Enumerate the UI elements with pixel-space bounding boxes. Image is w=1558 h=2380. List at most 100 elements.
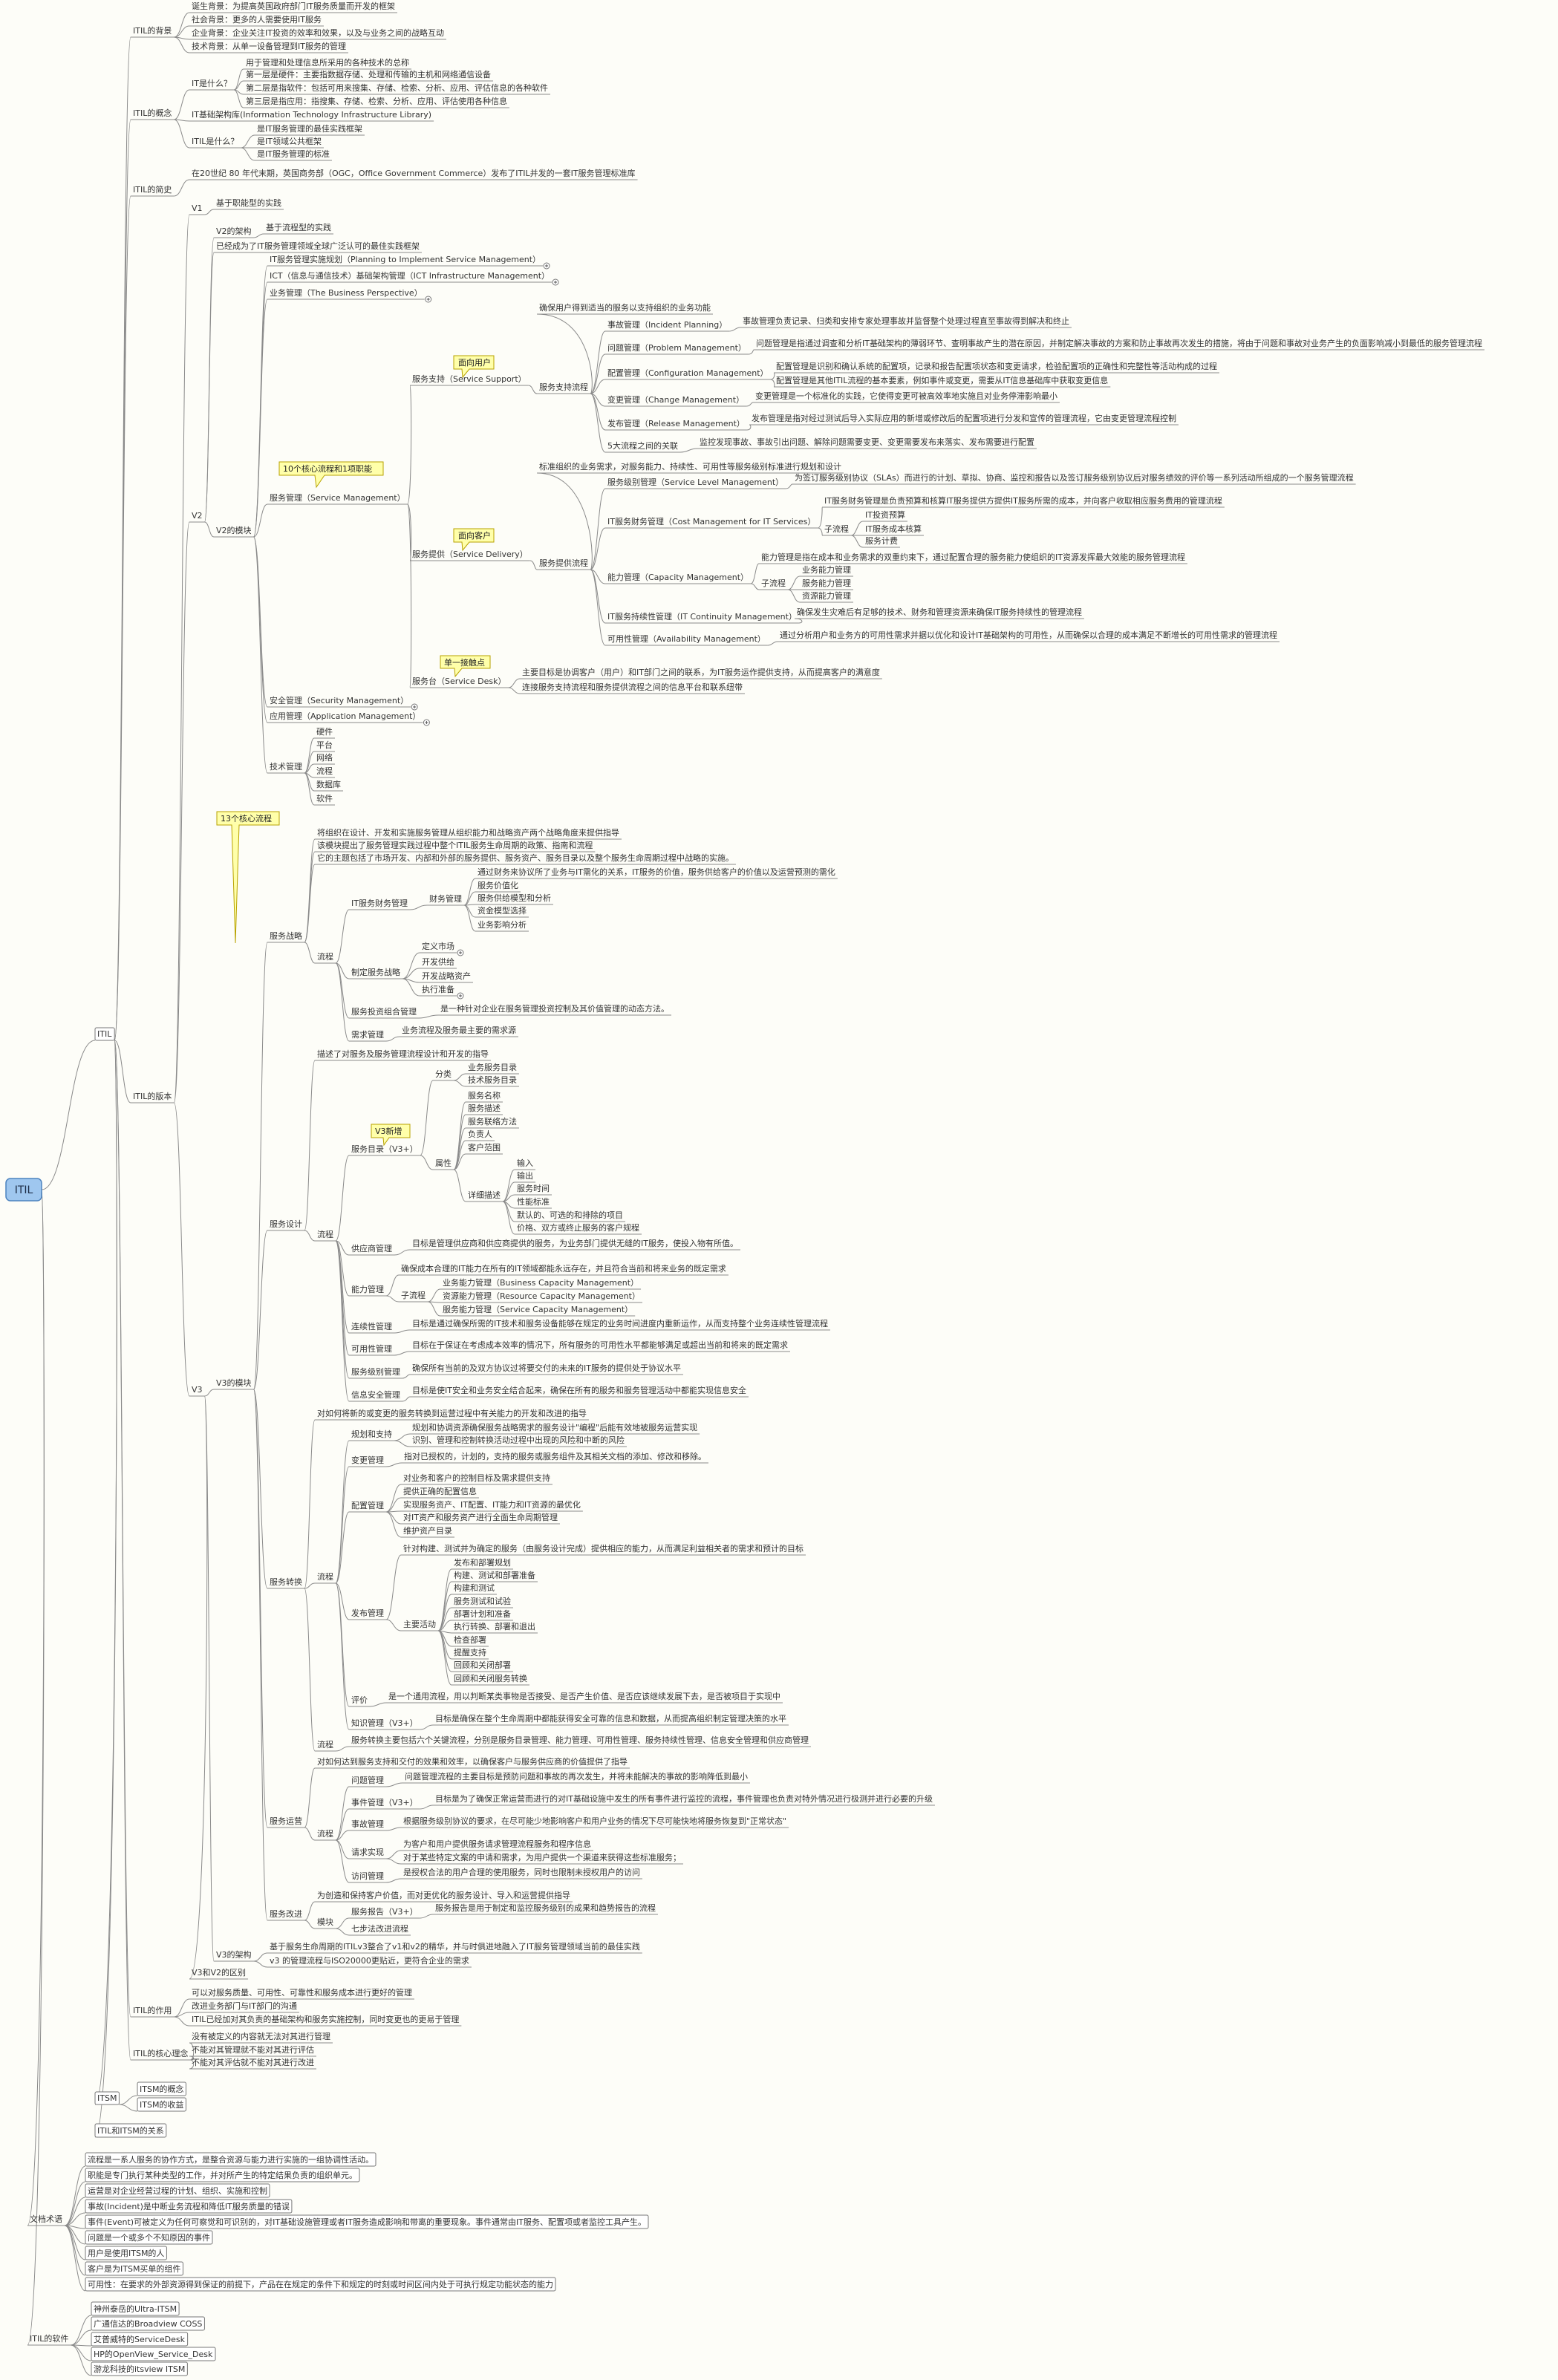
node-develop-strategic-assets[interactable]: 开发战略资产 — [422, 971, 471, 981]
node-service-reporting-detail[interactable]: 服务报告是用于制定和监控服务级别的成果和趋势报告的流程 — [435, 1903, 656, 1913]
node-transition-change-management[interactable]: 变更管理 — [351, 1455, 384, 1465]
node-service-desk-detail-2[interactable]: 连接服务支持流程和服务提供流程之间的信息平台和联系纽带 — [522, 682, 743, 692]
node-resource-capacity-management[interactable]: 资源能力管理（Resource Capacity Management） — [443, 1291, 640, 1301]
node-v2[interactable]: V2 — [192, 511, 203, 521]
node-term-function[interactable]: 职能是专门执行某种类型的工作，并对所产生的特定结果负责的组织单元。 — [88, 2170, 357, 2180]
node-itil-core-concept[interactable]: ITIL的核心理念 — [133, 2048, 188, 2058]
node-availability-management[interactable]: 可用性管理（Availability Management） — [607, 633, 766, 644]
node-build-and-test[interactable]: 构建和测试 — [454, 1582, 495, 1593]
node-business-impact-analysis[interactable]: 业务影响分析 — [477, 919, 527, 930]
node-service-provisioning-model[interactable]: 服务供给模型和分析 — [477, 893, 551, 903]
node-service-valuation[interactable]: 服务价值化 — [477, 880, 518, 890]
node-continuity-management[interactable]: 连续性管理 — [351, 1321, 392, 1331]
node-operation-desc[interactable]: 对如何达到服务支持和交付的效果和效率，以确保客户与服务供应商的价值提供了指导 — [317, 1756, 628, 1767]
node-service-level-management[interactable]: 服务级别管理（Service Level Management） — [607, 477, 783, 487]
node-evaluation-detail[interactable]: 是一个通用流程，用以判断某类事物是否接受、是否产生价值、是否应该继续发展下去，是… — [388, 1691, 780, 1701]
root-node[interactable]: ITIL — [5, 1178, 42, 1202]
node-configuration-detail-1[interactable]: 配置管理是识别和确认系统的配置项，记录和报告配置项状态和变更请求，检验配置项的正… — [776, 361, 1217, 371]
node-demand-management[interactable]: 需求管理 — [351, 1029, 384, 1040]
node-history-detail[interactable]: 在20世纪 80 年代末期，英国商务部（OGC，Office Governmen… — [192, 168, 636, 178]
node-request-detail-2[interactable]: 对于某些特定文案的申请和需求，为用户提供一个渠道来获得这些标准服务； — [403, 1852, 681, 1862]
node-define-market[interactable]: 定义市场 — [422, 941, 454, 951]
node-it-continuity-management[interactable]: IT服务持续性管理（IT Continuity Management） — [607, 611, 797, 622]
node-term-event[interactable]: 事件(Event)可被定义为任何可察觉和可识别的，对IT基础设施管理或者IT服务… — [88, 2217, 646, 2227]
node-support-goal[interactable]: 确保用户得到适当的服务以支持组织的业务功能 — [539, 302, 711, 313]
node-change-management[interactable]: 变更管理（Change Management） — [607, 394, 744, 405]
node-strategy-process[interactable]: 流程 — [317, 951, 333, 962]
node-performance-standard[interactable]: 性能标准 — [517, 1196, 550, 1207]
node-seven-step-improvement[interactable]: 七步法改进流程 — [351, 1923, 408, 1934]
node-build-test-prepare[interactable]: 构建、测试和部署准备 — [454, 1570, 535, 1580]
node-itil-background[interactable]: ITIL的背景 — [133, 25, 172, 36]
node-configuration-management[interactable]: 配置管理（Configuration Management） — [607, 368, 769, 378]
node-service-delivery-processes[interactable]: 服务提供流程 — [539, 558, 588, 568]
node-service-desk-detail-1[interactable]: 主要目标是协调客户（用户）和IT部门之间的联系，为IT服务运作提供支持，从而提高… — [522, 667, 880, 677]
node-design-availability-management[interactable]: 可用性管理 — [351, 1343, 392, 1354]
node-supplier-management[interactable]: 供应商管理 — [351, 1243, 392, 1253]
node-it-investment-budget[interactable]: IT投资预算 — [865, 509, 905, 520]
node-tech-hardware[interactable]: 硬件 — [316, 727, 333, 737]
node-role-detail-1[interactable]: 可以对服务质量、可用性、可靠性和服务成本进行更好的管理 — [192, 1987, 412, 1998]
node-core-concept-2[interactable]: 不能对其管理就不能对其进行评估 — [192, 2044, 314, 2055]
node-ict-infrastructure[interactable]: ICT（信息与通信技术）基础架构管理（ICT Infrastructure Ma… — [270, 270, 550, 281]
node-strategy-desc-3[interactable]: 它的主题包括了市场开发、内部和外部的服务提供、服务资产、服务目录以及整个服务生命… — [317, 852, 734, 863]
node-incident-management[interactable]: 事故管理（Incident Planning） — [607, 319, 727, 330]
node-finance-detail[interactable]: 通过财务来协议所了业务与IT需化的关系，IT服务的价值，服务供给客户的价值以及运… — [477, 867, 835, 877]
node-v2-architecture[interactable]: V2的架构 — [216, 226, 252, 236]
node-service-support[interactable]: 服务支持（Service Support） — [412, 374, 527, 384]
node-tech-network[interactable]: 网络 — [316, 752, 333, 763]
node-v3-architecture[interactable]: V3的架构 — [216, 1949, 252, 1960]
node-service-test-pilot[interactable]: 服务测试和试验 — [454, 1596, 511, 1606]
node-core-concept-3[interactable]: 不能对其评估就不能对其进行改进 — [192, 2057, 314, 2067]
node-design-service-level-detail[interactable]: 确保所有当前的及双方协议过将要交付的未来的IT服务的提供处于协议水平 — [412, 1363, 681, 1373]
node-problem-detail[interactable]: 问题管理是指通过调查和分析IT基础架构的薄弱环节、查明事故产生的潜在原因，并制定… — [756, 338, 1482, 348]
node-availability-detail[interactable]: 通过分析用户和业务方的可用性需求并据以优化和设计IT基础架构的可用性，从而确保以… — [780, 630, 1277, 640]
node-service-transition[interactable]: 服务转换 — [270, 1577, 302, 1587]
node-service-billing[interactable]: 服务计费 — [865, 536, 898, 546]
node-transition-change-detail[interactable]: 指对已授权的，计划的，支持的服务或服务组件及其相关文档的添加、修改和移除。 — [404, 1451, 706, 1461]
node-prepare-execution[interactable]: 执行准备 — [422, 984, 454, 994]
node-five-process-detail[interactable]: 监控发现事故、事故引出问题、解除问题需要变更、变更需要发布来落实、发布需要进行配… — [700, 437, 1034, 447]
node-problem-management[interactable]: 问题管理（Problem Management） — [607, 342, 746, 353]
node-itil[interactable]: ITIL — [97, 1029, 112, 1039]
node-itil-versions[interactable]: ITIL的版本 — [133, 1091, 172, 1101]
node-funding-model-selection[interactable]: 资金模型选择 — [477, 905, 527, 916]
node-birth-background[interactable]: 诞生背景：为提高英国政府部门IT服务质量而开发的框架 — [192, 1, 395, 11]
node-v3-architecture-detail-1[interactable]: 基于服务生命周期的ITILv3整合了v1和v2的精华，并与时俱进地融入了IT服务… — [270, 1941, 640, 1952]
node-it-financial-management[interactable]: IT服务财务管理 — [351, 898, 408, 908]
node-input[interactable]: 输入 — [517, 1158, 533, 1168]
node-transition-config-management[interactable]: 配置管理 — [351, 1500, 384, 1510]
node-tech-platform[interactable]: 平台 — [316, 740, 333, 750]
node-operation-incident-detail[interactable]: 根据服务级别协议的要求，在尽可能少地影响客户和用户业务的情况下尽可能快地将服务恢… — [403, 1816, 786, 1826]
node-resource-capacity[interactable]: 资源能力管理 — [802, 590, 851, 601]
node-service-level-detail[interactable]: 为签订服务级别协议（SLAs）而进行的计划、草拟、协商、监控和报告以及签订服务级… — [795, 472, 1354, 483]
node-review-close-deployment[interactable]: 回顾和关闭部署 — [454, 1660, 511, 1670]
node-develop-offerings[interactable]: 开发供给 — [422, 956, 454, 967]
node-itil-role[interactable]: ITIL的作用 — [133, 2005, 172, 2015]
node-term-process[interactable]: 流程是一系人服务的协作方式，是整合资源与能力进行实施的一组协调性活动。 — [88, 2154, 374, 2165]
node-v2-process-practice[interactable]: 基于流程型的实践 — [266, 222, 331, 232]
node-config-support-goals[interactable]: 对业务和客户的控制目标及需求提供支持 — [403, 1473, 550, 1483]
node-v2-recognized[interactable]: 已经成为了IT服务管理领域全球广泛认可的最佳实践框架 — [216, 241, 420, 251]
node-service-description[interactable]: 服务描述 — [468, 1103, 501, 1113]
node-event-detail[interactable]: 目标是为了确保正常运营而进行的对IT基础设施中发生的所有事件进行监控的流程，事件… — [435, 1793, 933, 1804]
node-knowledge-detail[interactable]: 目标是确保在整个生命周期中都能获得安全可靠的信息和数据，从而提高组织制定管理决策… — [435, 1713, 786, 1724]
node-operation-problem-detail[interactable]: 问题管理流程的主要目标是预防问题和事故的再次发生，并将未能解决的事故的影响降低到… — [405, 1771, 748, 1781]
node-service-delivery[interactable]: 服务提供（Service Delivery） — [412, 549, 528, 559]
node-tech-process[interactable]: 流程 — [316, 766, 333, 776]
node-customer-scope[interactable]: 客户范围 — [468, 1142, 501, 1152]
node-catalog-category[interactable]: 分类 — [435, 1069, 452, 1079]
node-core-concept-1[interactable]: 没有被定义的内容就无法对其进行管理 — [192, 2031, 330, 2041]
node-service-portfolio-management[interactable]: 服务投资组合管理 — [351, 1006, 417, 1017]
node-demand-detail[interactable]: 业务流程及服务最主要的需求源 — [402, 1025, 516, 1035]
node-finance-management[interactable]: 财务管理 — [429, 893, 462, 904]
node-security-management[interactable]: 安全管理（Security Management） — [270, 695, 408, 705]
node-config-optimization[interactable]: 实现服务资产、IT配置、IT能力和IT资源的最优化 — [403, 1499, 581, 1510]
node-design-availability-detail[interactable]: 目标在于保证在考虑成本效率的情况下，所有服务的可用性水平都能够满足或超出当前和将… — [412, 1340, 788, 1350]
node-v2-modules[interactable]: V2的模块 — [216, 525, 252, 535]
node-term-availability[interactable]: 可用性：在要求的外部资源得到保证的前提下，产品在在规定的条件下和规定的时刻或时间… — [88, 2279, 553, 2289]
node-price-procedures[interactable]: 价格、双方或终止服务的客户规程 — [517, 1222, 639, 1233]
node-check-deployment[interactable]: 检查部署 — [454, 1634, 486, 1645]
node-software-openview[interactable]: HP的OpenView_Service_Desk — [94, 2349, 213, 2359]
node-itsm-benefits[interactable]: ITSM的收益 — [140, 2099, 183, 2110]
